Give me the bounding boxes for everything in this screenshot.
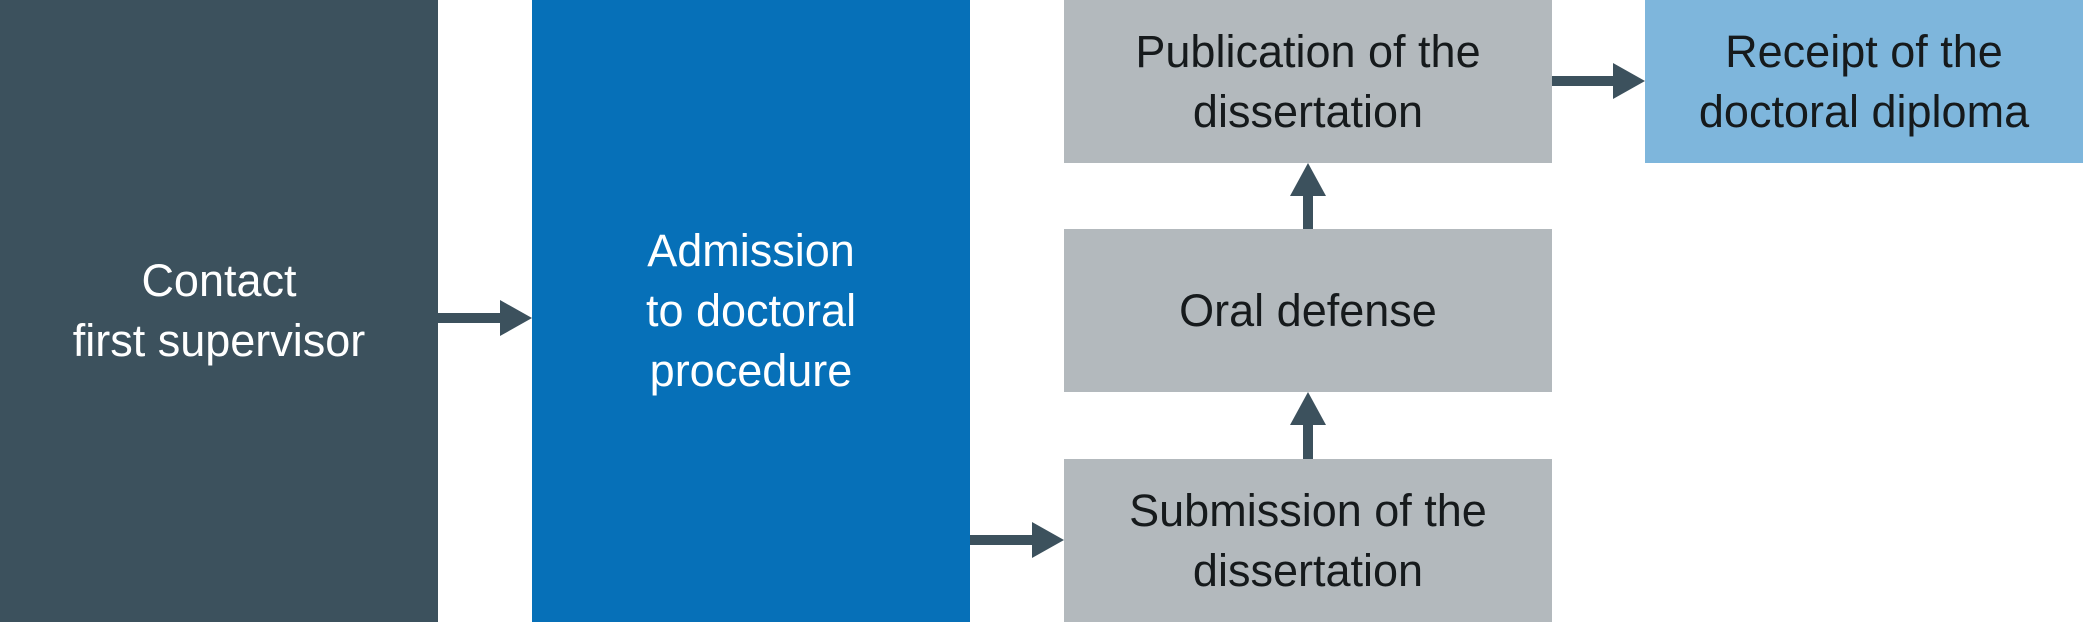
step-receipt-of-doctoral-diploma: Receipt of the doctoral diploma (1645, 0, 2083, 163)
step-label: Contact first supervisor (73, 251, 366, 371)
step-publication-of-dissertation: Publication of the dissertation (1064, 0, 1552, 163)
step-label-line: to doctoral (645, 285, 857, 336)
step-admission-to-doctoral-procedure: Admission to doctoral procedure (532, 0, 970, 622)
arrow-contact-to-admission (438, 300, 532, 336)
step-label-line: doctoral diploma (1698, 85, 2030, 137)
step-label-line: dissertation (1192, 85, 1424, 137)
step-label-line: Admission (647, 225, 855, 276)
step-label: Admission to doctoral procedure (646, 221, 856, 401)
step-label-line: procedure (649, 345, 853, 396)
arrow-publication-to-receipt (1552, 63, 1645, 99)
step-label-line: first supervisor (72, 315, 366, 366)
step-submission-of-dissertation: Submission of the dissertation (1064, 459, 1552, 622)
step-label: Receipt of the doctoral diploma (1699, 22, 2029, 142)
arrow-submission-to-oral (1290, 392, 1326, 459)
step-oral-defense: Oral defense (1064, 229, 1552, 392)
step-label: Oral defense (1179, 281, 1437, 341)
step-label-line: Publication of the (1135, 25, 1481, 77)
step-contact-first-supervisor: Contact first supervisor (0, 0, 438, 622)
step-label: Publication of the dissertation (1135, 22, 1480, 142)
step-label-line: Oral defense (1179, 284, 1437, 336)
step-label-line: Contact (141, 255, 297, 306)
step-label: Submission of the dissertation (1129, 481, 1487, 601)
arrow-admission-to-submission (970, 522, 1064, 558)
arrow-oral-to-publication (1290, 163, 1326, 229)
step-label-line: dissertation (1192, 544, 1424, 596)
step-label-line: Submission of the (1129, 484, 1487, 536)
step-label-line: Receipt of the (1725, 25, 2003, 77)
